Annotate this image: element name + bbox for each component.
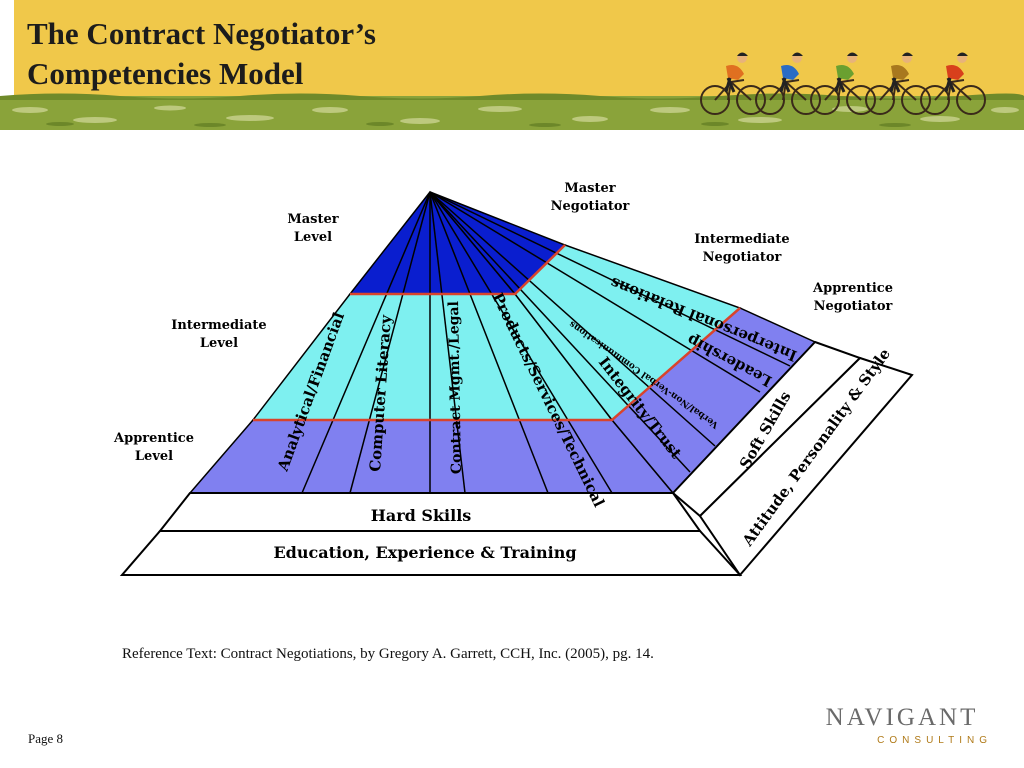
- apprentice-level-region: [188, 419, 675, 494]
- column-label-contract: Contract Mgmt./Legal: [446, 301, 465, 474]
- hard-skills-label: Hard Skills: [371, 506, 472, 525]
- header-banner: The Contract Negotiator’s Competencies M…: [0, 0, 1024, 132]
- right-face-dividers: [429, 191, 791, 473]
- navigant-logo: NAVIGANT CONSULTING: [812, 704, 992, 754]
- apprentice-negotiator-label-2: Negotiator: [814, 299, 893, 314]
- cyclist-icon: [810, 52, 876, 115]
- master-level-label-1: Master: [287, 212, 338, 227]
- left-face-dividers: [301, 191, 613, 494]
- apprentice-level-label-1: Apprentice: [113, 431, 194, 446]
- page-number: Page 8: [28, 731, 64, 746]
- cyclist-icon: [755, 52, 821, 115]
- level-divider-lines: [253, 244, 741, 422]
- cyclist-icon: [700, 52, 766, 115]
- master-negotiator-label-1: Master: [564, 181, 615, 196]
- slide-title: The Contract Negotiator’s Competencies M…: [27, 14, 376, 94]
- master-negotiator-label-2: Negotiator: [551, 199, 630, 214]
- intermediate-level-label-1: Intermediate: [171, 318, 266, 333]
- intermediate-negotiator-label-2: Negotiator: [703, 250, 782, 265]
- slide-title-line2: Competencies Model: [27, 56, 304, 91]
- level-labels: Master Level Intermediate Level Apprenti…: [113, 212, 339, 464]
- cyclists-illustration: [700, 52, 986, 115]
- education-band: [119, 530, 743, 576]
- master-level-label-2: Level: [294, 230, 332, 245]
- slide-title-line1: The Contract Negotiator’s: [27, 16, 376, 51]
- banner-background: [0, 0, 1024, 132]
- apprentice-negotiator-label-1: Apprentice: [812, 281, 893, 296]
- cyclist-icon: [865, 52, 931, 115]
- reference-text: Reference Text: Contract Negotiations, b…: [122, 646, 654, 662]
- logo-name: NAVIGANT: [825, 704, 979, 731]
- intermediate-negotiator-label-1: Intermediate: [694, 232, 789, 247]
- intermediate-level-label-2: Level: [200, 336, 238, 351]
- negotiator-labels: Master Negotiator Intermediate Negotiato…: [551, 181, 893, 314]
- education-label: Education, Experience & Training: [273, 543, 576, 562]
- apprentice-level-label-2: Level: [135, 449, 173, 464]
- cyclist-icon: [920, 52, 986, 115]
- competencies-pyramid: Analytical/Financial Computer Literacy C…: [113, 181, 914, 577]
- logo-subtitle: CONSULTING: [877, 735, 992, 746]
